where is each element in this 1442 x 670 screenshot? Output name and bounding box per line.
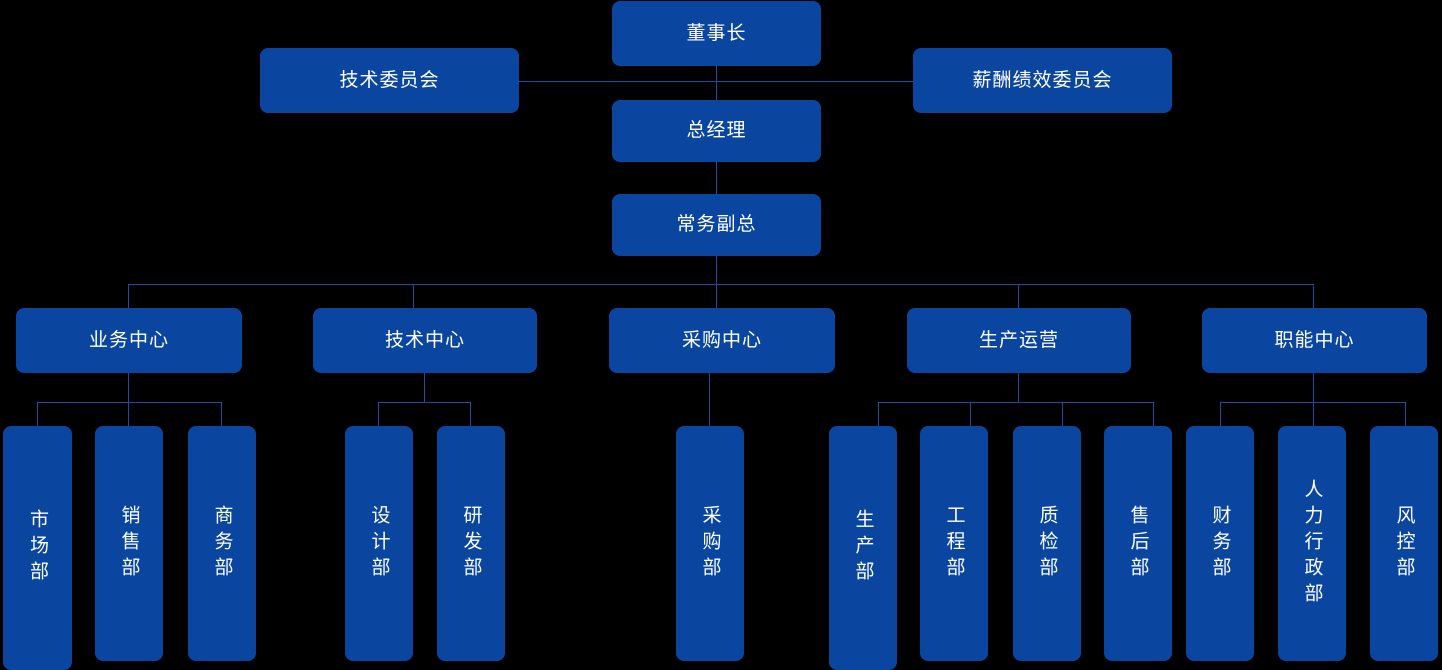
connector-committee-bar [519,81,914,82]
node-dept-sales[interactable]: 销售部 [95,426,163,661]
connector-centers-bus [128,284,1314,285]
connector-center3-drop-3 [1153,402,1154,426]
connector-center0-drop-2 [221,402,222,426]
connector-center4-drop-0 [1220,402,1221,426]
node-technical-committee[interactable]: 技术委员会 [260,48,519,113]
connector-center2-stem [709,373,710,426]
connector-drop-center-0 [128,284,129,308]
node-chairman[interactable]: 董事长 [612,1,821,66]
connector-center0-bar [37,402,222,403]
node-dept-marketing[interactable]: 市场部 [3,426,72,670]
node-dept-engineering[interactable]: 工程部 [920,426,988,661]
node-general-manager[interactable]: 总经理 [612,100,821,162]
connector-drop-center-3 [1018,284,1019,308]
node-dept-aftersales[interactable]: 售后部 [1104,426,1172,661]
node-dept-rnd[interactable]: 研发部 [437,426,505,661]
node-dept-quality[interactable]: 质检部 [1013,426,1081,661]
connector-center0-drop-0 [37,402,38,426]
node-center-technology[interactable]: 技术中心 [313,308,537,373]
connector-center3-drop-2 [1062,402,1063,426]
connector-center1-drop-1 [470,402,471,426]
node-dept-production[interactable]: 生产部 [829,426,897,670]
connector-drop-center-2 [716,284,717,308]
connector-center4-drop-1 [1313,402,1314,426]
node-center-production[interactable]: 生产运营 [907,308,1131,373]
node-dept-finance[interactable]: 财务部 [1186,426,1254,661]
node-dept-hr-admin[interactable]: 人力行政部 [1278,426,1346,661]
connector-drop-center-4 [1313,284,1314,308]
node-dept-commerce[interactable]: 商务部 [188,426,256,661]
connector-center1-bar [378,402,471,403]
connector-drop-center-1 [413,284,414,308]
node-center-functional[interactable]: 职能中心 [1202,308,1427,373]
node-compensation-committee[interactable]: 薪酬绩效委员会 [913,48,1172,113]
connector-center1-stem [424,373,425,402]
node-center-business[interactable]: 业务中心 [16,308,242,373]
node-executive-vp[interactable]: 常务副总 [612,194,821,256]
node-dept-design[interactable]: 设计部 [345,426,413,661]
connector-center4-drop-2 [1405,402,1406,426]
connector-center3-bar [878,402,1153,403]
connector-center1-drop-0 [378,402,379,426]
connector-chairman-to-gm [716,66,717,101]
node-dept-risk-control[interactable]: 风控部 [1370,426,1438,661]
connector-center0-stem [128,373,129,402]
connector-center0-drop-1 [128,402,129,426]
node-dept-procurement[interactable]: 采购部 [676,426,744,661]
connector-gm-to-vp [716,162,717,195]
connector-center3-drop-1 [970,402,971,426]
connector-vp-to-bus [716,255,717,284]
connector-center3-drop-0 [878,402,879,426]
connector-center3-stem [1018,373,1019,402]
connector-center4-stem [1313,373,1314,402]
node-center-procurement[interactable]: 采购中心 [609,308,835,373]
